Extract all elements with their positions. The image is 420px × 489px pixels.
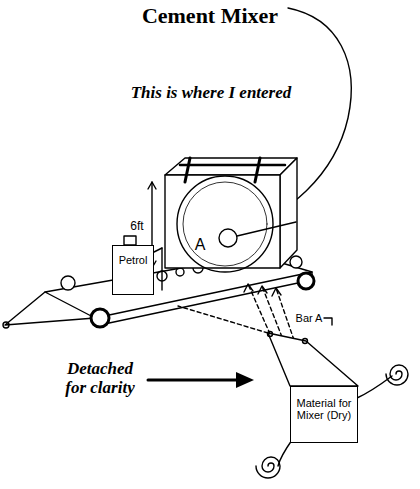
- petrol-cap: [124, 236, 136, 245]
- dimension-label: 6ft: [124, 220, 150, 233]
- entry-note: This is where I entered: [106, 84, 316, 103]
- feed-arrow: [276, 288, 294, 340]
- rope: [278, 440, 292, 466]
- feed-arrow: [262, 286, 282, 337]
- hopper-pin: [303, 339, 308, 344]
- node-label: Material for Mixer (Dry): [293, 397, 355, 421]
- strap: [185, 158, 190, 182]
- feed-arrowhead: [272, 288, 281, 296]
- pointer-arrowhead: [236, 372, 254, 388]
- part-label: A: [192, 236, 208, 254]
- diagram-title: Cement Mixer: [0, 4, 420, 28]
- frame-top: [165, 158, 297, 175]
- petrol-tank: Petrol: [112, 245, 154, 295]
- dimension-arrowhead: [148, 182, 156, 189]
- tow-bar: [5, 292, 95, 325]
- strap: [180, 164, 285, 167]
- tank-side: [161, 248, 162, 290]
- feed-arrow: [248, 284, 270, 334]
- tow-hitch: [3, 322, 9, 328]
- gear: [176, 268, 184, 276]
- part-label: Bar A: [292, 312, 326, 324]
- feed-arrowhead: [258, 286, 267, 294]
- wheel: [91, 309, 109, 327]
- tank-side: [154, 248, 162, 252]
- guide-line: [178, 306, 268, 333]
- material-box: Material for Mixer (Dry): [290, 386, 358, 443]
- hopper: [268, 333, 358, 386]
- bar-bracket: [324, 318, 332, 325]
- node-label: Petrol: [113, 254, 153, 266]
- pointer-arrow: [148, 379, 238, 382]
- wheel: [61, 276, 75, 290]
- hopper-pin: [268, 332, 273, 337]
- drum-axle: [237, 222, 296, 236]
- callout-note: Detached for clarity: [56, 360, 144, 397]
- mixer-drum-inner: [183, 182, 267, 266]
- wheel: [298, 273, 314, 289]
- wheel: [290, 256, 302, 268]
- strap: [255, 158, 260, 182]
- mixer-drum: [177, 176, 273, 272]
- rope-coil: [256, 457, 280, 478]
- rope-coil: [386, 365, 408, 385]
- drum-hub: [219, 229, 237, 247]
- frame-side: [280, 158, 297, 268]
- feed-arrowhead: [244, 284, 253, 292]
